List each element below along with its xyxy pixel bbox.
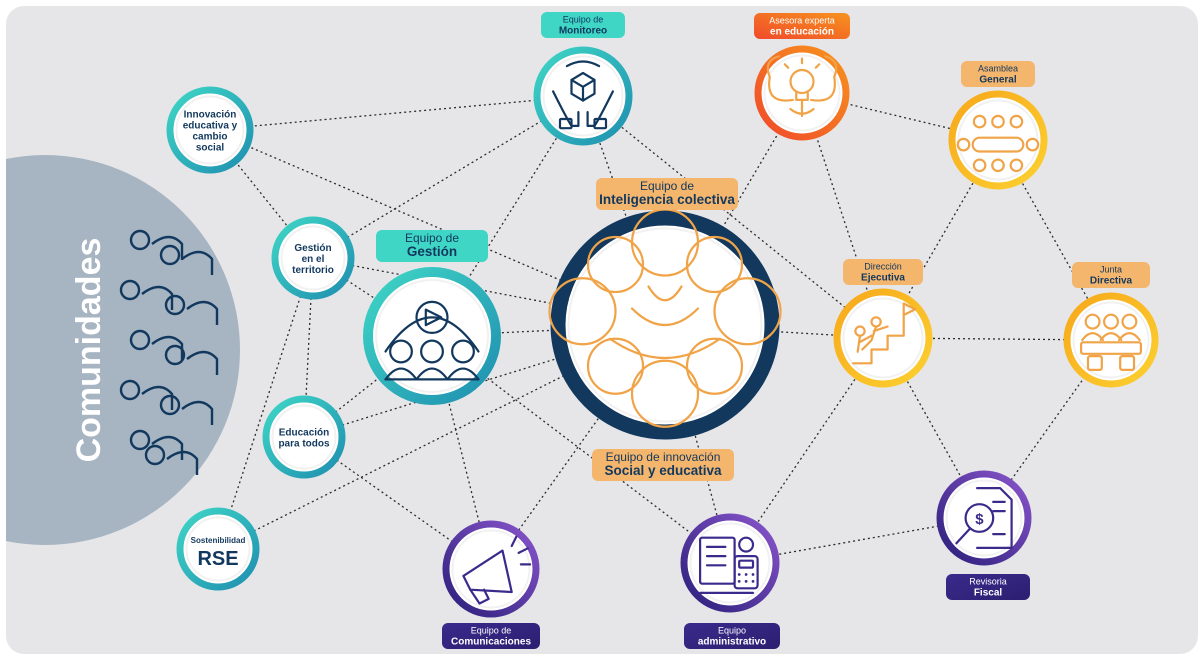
innovacion-label-line: educativa y	[183, 121, 238, 132]
junta-label-line: Directiva	[1090, 276, 1133, 287]
revisoria-label-line: Fiscal	[974, 588, 1003, 599]
rse-big-label: RSE	[197, 548, 238, 570]
revisoria-label-line: Revisoria	[969, 577, 1007, 587]
junta-ring	[1063, 292, 1159, 388]
inteligencia-label-line: Equipo de	[640, 179, 694, 193]
calculator-docs-icon	[698, 536, 759, 594]
gestion-label-line: Equipo de	[405, 231, 459, 245]
direccion-label-line: Ejecutiva	[861, 273, 905, 284]
comunicaciones-ring	[442, 520, 540, 618]
direccion-label-line: Dirección	[864, 262, 902, 272]
gestion-label-line: Gestión	[407, 244, 457, 259]
administrativo-label-line: administrativo	[698, 637, 766, 648]
administrativo-ring	[680, 513, 780, 613]
administrativo-label-line: Equipo	[718, 626, 746, 636]
community-people-icon	[119, 229, 219, 475]
video-team-icon	[384, 300, 480, 381]
asamblea-label-line: General	[979, 75, 1016, 86]
megaphone-icon	[462, 535, 532, 605]
connection-gestion_territorio-gestion	[312, 257, 433, 337]
educacion-ring	[262, 395, 346, 479]
connection-gestion-inteligencia	[431, 324, 666, 337]
gestion_territorio-ring	[271, 216, 355, 300]
revisoria-ring	[936, 470, 1032, 566]
direccion-ring	[833, 288, 933, 388]
climb-flag-icon	[852, 302, 917, 365]
board-members-icon	[1079, 313, 1142, 372]
comunicaciones-label-line: Equipo de	[471, 626, 512, 636]
connection-asesora-asamblea	[801, 92, 999, 141]
collective-intelligence-icon	[548, 208, 782, 428]
innovacion-label-line: social	[196, 143, 225, 154]
gestion_territorio-label-line: territorio	[292, 265, 334, 276]
rse-ring	[176, 507, 260, 591]
educacion-label-line: Educación	[279, 428, 330, 439]
audit-document-icon: $	[955, 487, 1013, 549]
connection-gestion_territorio-rse	[217, 257, 314, 550]
asesora-label-line: Asesora experta	[769, 16, 835, 26]
asamblea-label-line: Asamblea	[978, 64, 1018, 74]
innovacion_social-label-line: Social y educativa	[604, 463, 722, 478]
innovacion-label-line: cambio	[192, 132, 227, 143]
meeting-table-icon	[956, 114, 1040, 173]
gestion_territorio-label-line: Gestión	[294, 243, 331, 254]
brain-bulb-icon	[766, 55, 838, 118]
monitoreo-label-line: Monitoreo	[559, 26, 607, 37]
gestion_territorio-label-line: en el	[302, 254, 325, 265]
comunicaciones-label-line: Comunicaciones	[451, 637, 531, 648]
junta-label-line: Junta	[1100, 265, 1122, 275]
svg-text:$: $	[975, 511, 984, 528]
hands-cube-icon	[552, 60, 614, 130]
educacion-label-line: para todos	[278, 439, 330, 450]
innovacion_social-label-line: Equipo de innovación	[606, 450, 721, 464]
communities-panel: Comunidades	[6, 155, 240, 545]
innovacion-label-line: Innovación	[184, 110, 237, 121]
inteligencia-label-line: Inteligencia colectiva	[599, 192, 735, 207]
communities-label: Comunidades	[70, 238, 108, 463]
gestion-ring	[363, 267, 501, 405]
innovacion-ring	[166, 86, 254, 174]
monitoreo-label-line: Equipo de	[563, 15, 604, 25]
connection-monitoreo-direccion	[582, 95, 884, 339]
asesora-label-line: en educación	[770, 27, 834, 38]
rse-small-label: Sostenibilidad	[191, 536, 246, 545]
